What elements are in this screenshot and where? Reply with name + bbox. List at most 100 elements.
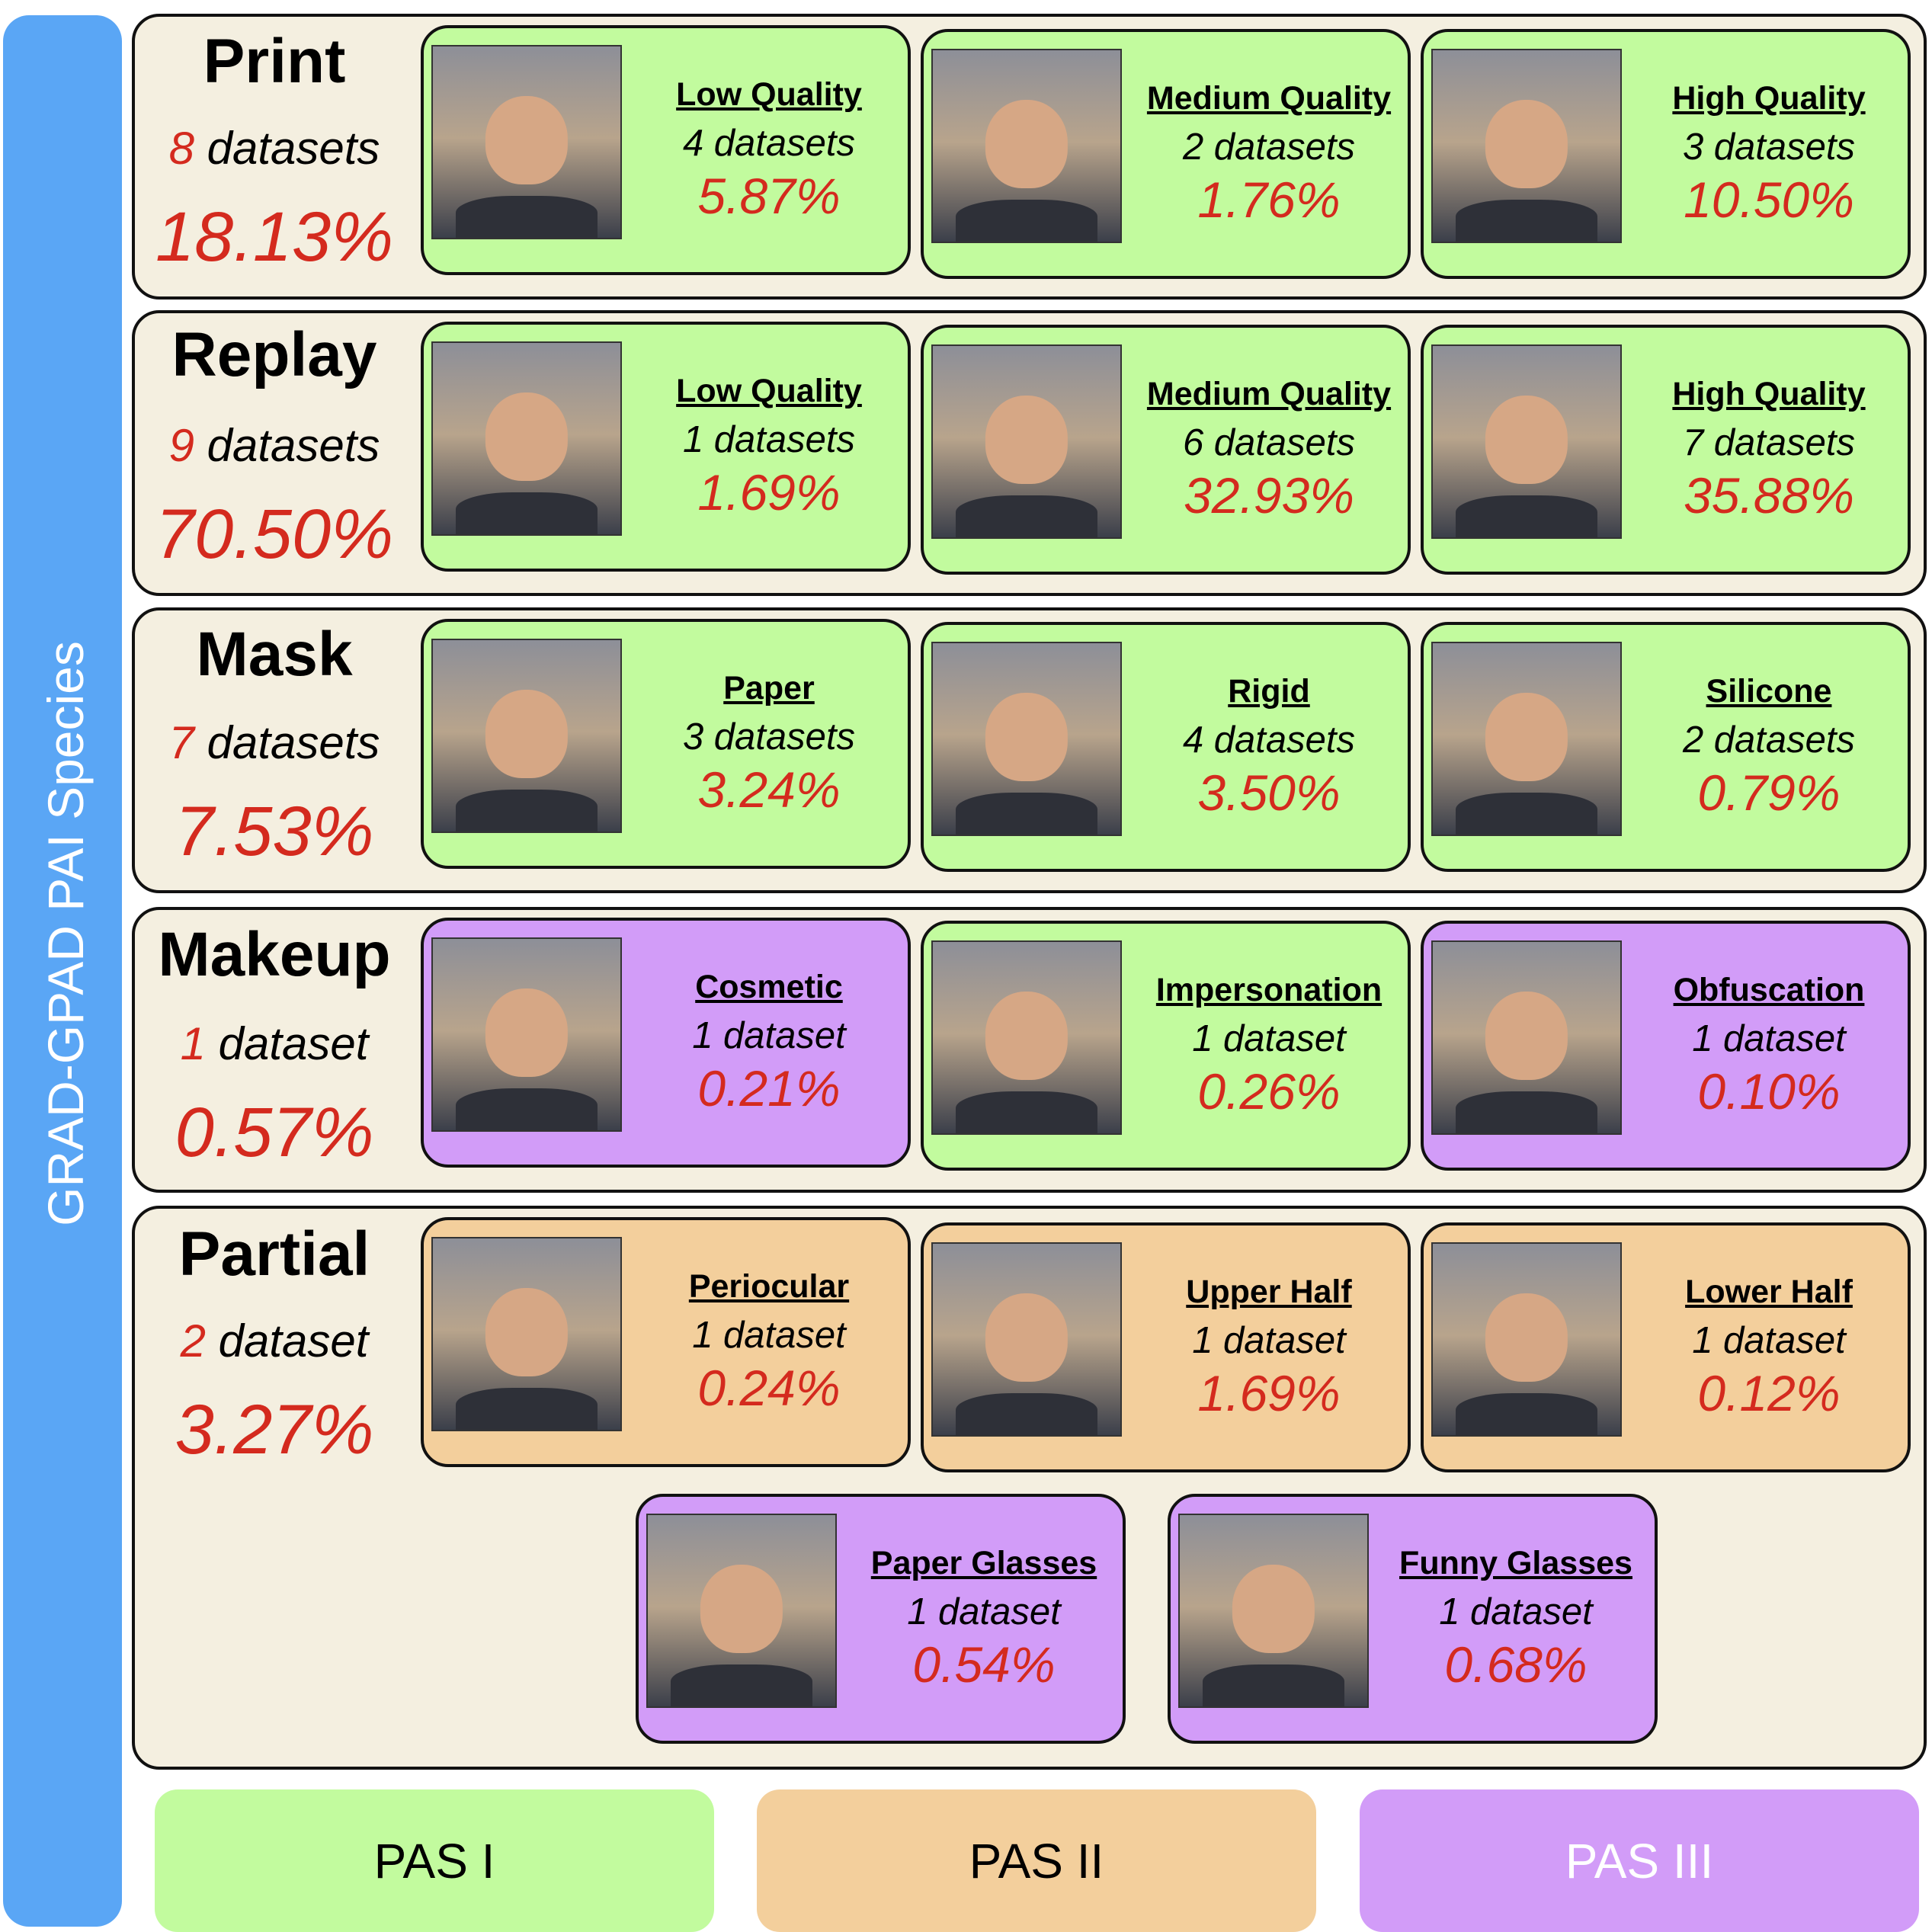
card-title: Medium Quality [1146, 80, 1392, 117]
group-count-number: 1 [180, 1018, 206, 1069]
card-count: 1 datasets [682, 419, 856, 461]
legend-pas3: PAS III [1360, 1789, 1919, 1932]
card-percent: 0.10% [1697, 1063, 1841, 1120]
face-shape [1485, 992, 1568, 1080]
face-shape [985, 992, 1069, 1080]
card-percent: 1.76% [1197, 171, 1341, 229]
torso-shape [955, 199, 1098, 242]
torso-shape [1455, 495, 1598, 537]
card-percent: 0.68% [1444, 1636, 1588, 1693]
group-percent: 3.27% [175, 1391, 374, 1469]
face-shape [1485, 396, 1568, 484]
card-count: 1 dataset [1192, 1018, 1346, 1060]
face-shape [985, 693, 1069, 781]
group-count: 9 datasets [130, 423, 419, 469]
card-count: 6 datasets [1182, 422, 1356, 464]
group-percent: 7.53% [175, 793, 374, 870]
face-photo [1431, 344, 1622, 539]
torso-shape [455, 789, 598, 831]
card-count: 2 datasets [1182, 127, 1356, 168]
torso-shape [955, 495, 1098, 537]
card-count: 1 dataset [1692, 1018, 1846, 1060]
card-percent: 3.24% [697, 761, 841, 819]
legend-pas2: PAS II [757, 1789, 1316, 1932]
group-count: 8 datasets [130, 126, 419, 171]
torso-shape [955, 792, 1098, 835]
group-count-text: datasets [207, 123, 380, 174]
face-shape [985, 100, 1069, 188]
card-percent: 32.93% [1184, 467, 1354, 524]
torso-shape [455, 195, 598, 238]
face-shape [485, 392, 569, 481]
card-title: Paper Glasses [870, 1545, 1097, 1581]
face-photo [1431, 940, 1622, 1135]
group-count-text: datasets [207, 420, 380, 471]
card-title: High Quality [1672, 80, 1866, 117]
face-photo [1431, 642, 1622, 836]
group-title: Replay [171, 320, 377, 389]
torso-shape [1202, 1664, 1345, 1706]
face-photo [931, 940, 1122, 1135]
face-shape [700, 1565, 783, 1653]
group-count-text: datasets [207, 717, 380, 768]
card-count: 1 dataset [692, 1315, 846, 1357]
torso-shape [955, 1091, 1098, 1133]
card-percent: 10.50% [1684, 171, 1854, 229]
group-count-number: 8 [168, 123, 194, 174]
card-percent: 0.12% [1697, 1365, 1841, 1422]
face-shape [985, 1293, 1069, 1382]
torso-shape [955, 1392, 1098, 1435]
torso-shape [1455, 199, 1598, 242]
face-photo [1431, 49, 1622, 243]
face-photo [1431, 1242, 1622, 1437]
face-photo [931, 49, 1122, 243]
face-photo [431, 639, 622, 833]
face-shape [1485, 693, 1568, 781]
card-count: 1 dataset [1192, 1320, 1346, 1362]
torso-shape [455, 1387, 598, 1430]
torso-shape [455, 492, 598, 534]
torso-shape [1455, 1091, 1598, 1133]
face-photo [1178, 1514, 1369, 1708]
group-count: 2 dataset [130, 1318, 419, 1364]
face-shape [485, 690, 569, 778]
group-percent: 0.57% [175, 1094, 374, 1171]
face-shape [485, 1288, 569, 1376]
group-title: Partial [178, 1219, 370, 1289]
face-photo [431, 341, 622, 536]
face-shape [1232, 1565, 1315, 1653]
card-title: Rigid [1228, 673, 1310, 710]
card-percent: 1.69% [697, 464, 841, 521]
sidebar-title: GRAD-GPAD PAI Species [37, 641, 94, 1226]
face-photo [931, 344, 1122, 539]
card-percent: 0.24% [697, 1360, 841, 1417]
card-percent: 3.50% [1197, 764, 1341, 822]
card-percent: 35.88% [1684, 467, 1854, 524]
group-count-number: 9 [168, 420, 194, 471]
face-shape [1485, 1293, 1568, 1382]
group-count: 7 datasets [130, 720, 419, 766]
card-count: 1 dataset [1439, 1591, 1593, 1633]
card-title: Low Quality [676, 373, 862, 409]
card-count: 4 datasets [1182, 719, 1356, 761]
